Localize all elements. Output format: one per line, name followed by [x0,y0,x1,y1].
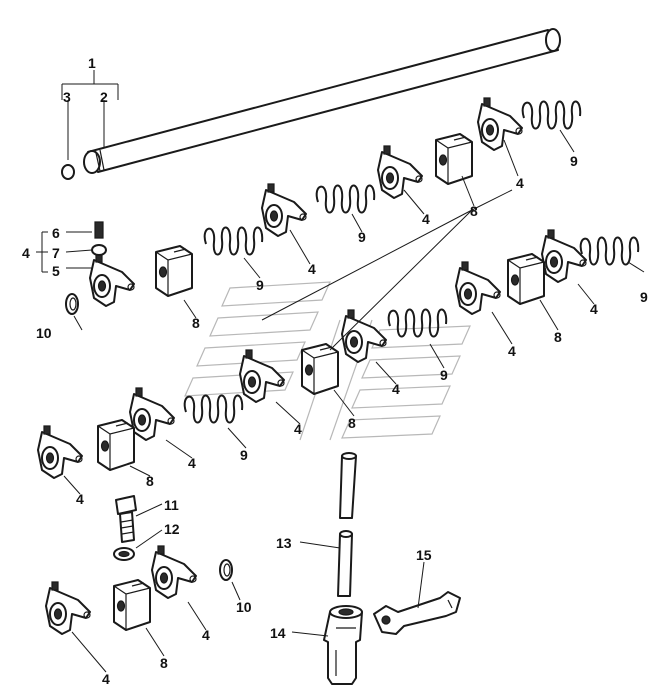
lock-washer [65,293,79,315]
shaft-bracket [301,343,339,395]
push-rod [337,452,357,597]
label-8: 8 [470,203,478,219]
assembly-bracket-lines [61,70,119,160]
label-11: 11 [164,497,179,513]
rocker-spring [315,184,376,214]
shaft-plug [61,164,75,180]
label-4: 4 [102,671,110,687]
rocker-arm [261,183,307,237]
label-10: 10 [36,325,52,341]
rocker-arm [341,309,387,363]
rocker-spring [579,236,640,266]
bracket-bolt [115,495,137,543]
label-4: 4 [590,301,598,317]
rocker-arm [45,581,91,635]
label-9: 9 [440,367,448,383]
shaft-bracket [507,253,545,305]
rocker-arm [37,425,83,479]
label-15: 15 [416,547,432,563]
rocker-spring [521,100,582,130]
label-8: 8 [554,329,562,345]
rocker-arm [541,229,587,283]
label-4: 4 [516,175,524,191]
label-10: 10 [236,599,252,615]
label-9: 9 [570,153,578,169]
label-4: 4 [422,211,430,227]
label-3: 3 [63,89,71,105]
tappet [323,605,363,685]
rocker-arm [129,387,175,441]
label-4: 4 [188,455,196,471]
shaft-bracket [113,579,151,631]
label-8: 8 [146,473,154,489]
label-13: 13 [276,535,292,551]
rocker-arm [151,545,197,599]
bolt-washer [113,547,135,561]
subassembly-bracket-lines [36,231,93,273]
label-7: 7 [52,245,60,261]
label-4: 4 [508,343,516,359]
label-9: 9 [240,447,248,463]
label-6: 6 [52,225,60,241]
rocker-shaft [83,28,561,174]
label-9: 9 [256,277,264,293]
label-4: 4 [22,245,30,261]
adjusting-nut [91,244,107,256]
shaft-bracket [155,245,193,297]
rocker-arm [377,145,423,199]
label-8: 8 [192,315,200,331]
rocker-spring [183,394,244,424]
rocker-spring [387,308,448,338]
rocker-arm [477,97,523,151]
rocker-arm [239,349,285,403]
adjusting-screw [94,221,104,239]
label-8: 8 [160,655,168,671]
label-8: 8 [348,415,356,431]
label-14: 14 [270,625,286,641]
label-9: 9 [640,289,648,305]
label-4: 4 [294,421,302,437]
rocker-arm [89,253,135,307]
rocker-arm [455,261,501,315]
part-number-labels: 1 2 3 4 4 4 4 4 4 4 4 4 4 4 4 5 6 7 8 8 … [22,55,648,687]
lock-washer [219,559,233,581]
label-4: 4 [308,261,316,277]
label-5: 5 [52,263,60,279]
rocker-spring [203,226,264,256]
label-4: 4 [76,491,84,507]
leader-lines [63,129,645,673]
label-4: 4 [392,381,400,397]
label-4: 4 [202,627,210,643]
label-9: 9 [358,229,366,245]
adjusting-wrench [373,591,461,635]
shaft-bracket [435,133,473,185]
shaft-bracket [97,419,135,471]
label-2: 2 [100,89,108,105]
label-12: 12 [164,521,180,537]
label-1: 1 [88,55,96,71]
